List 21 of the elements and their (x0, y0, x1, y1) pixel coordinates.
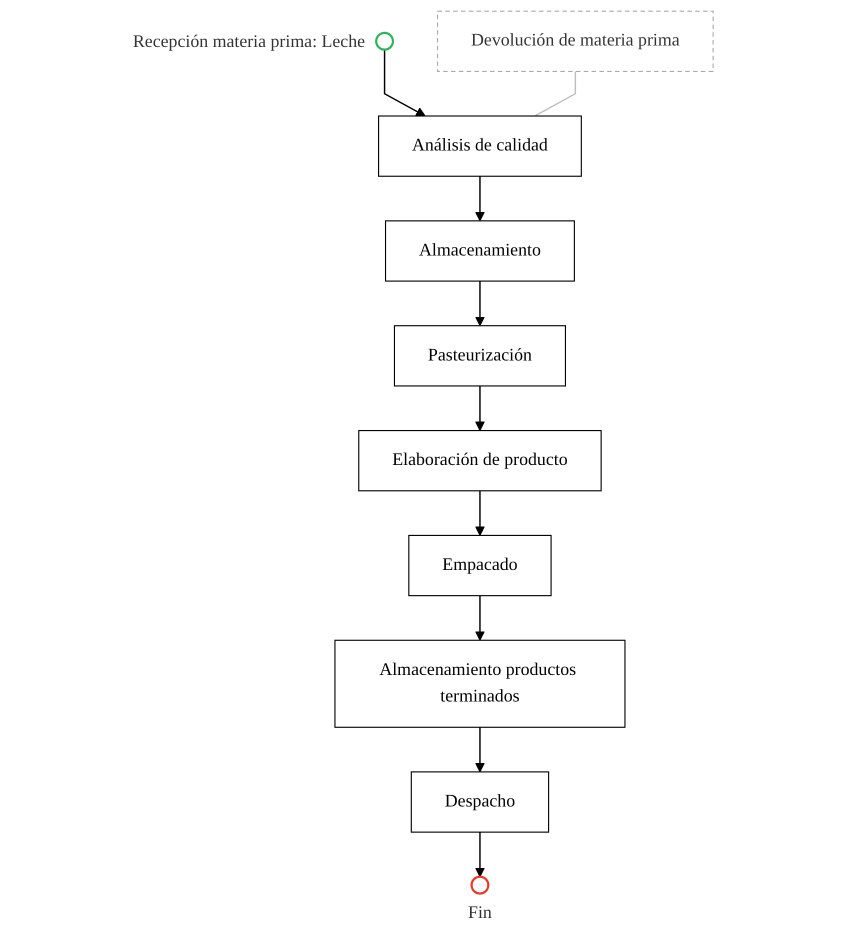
arrow (475, 490, 485, 536)
arrow (475, 727, 485, 772)
node-box: Empacado (408, 534, 552, 596)
node-box: Despacho (410, 771, 550, 833)
arrow (475, 832, 485, 878)
node-caption: Recepción materia prima: Leche (132, 30, 366, 51)
node-circle (375, 32, 394, 51)
arrow (475, 176, 485, 222)
node-box: Almacenamiento (384, 220, 575, 282)
node-box: Devolución de materia prima (437, 10, 714, 72)
arrow (475, 596, 485, 641)
node-box: Análisis de calidad (378, 115, 582, 177)
node-box: Pasteurización (394, 325, 566, 386)
connector (534, 71, 576, 117)
arrow (475, 386, 485, 432)
node-box: Elaboración de producto (358, 430, 602, 492)
arrow (475, 281, 485, 326)
node-caption: Fin (468, 902, 492, 922)
node-box: Almacenamiento productos terminados (334, 640, 626, 728)
arrow (384, 50, 426, 116)
node-circle (470, 876, 490, 895)
